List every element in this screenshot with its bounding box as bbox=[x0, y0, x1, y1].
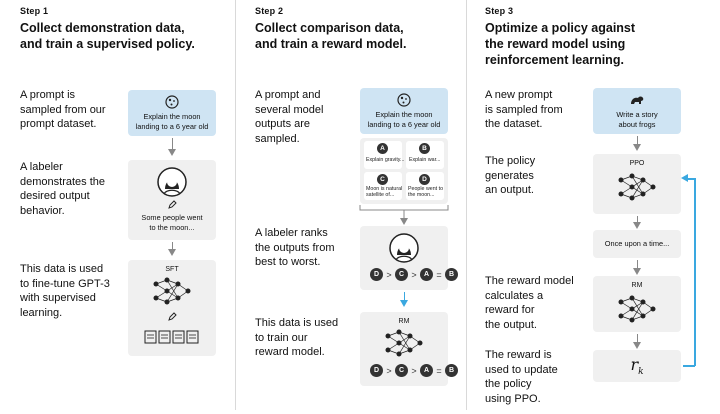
step-heading: Collect demonstration data, and train a … bbox=[20, 21, 195, 51]
reward-value-box: rk bbox=[593, 350, 681, 382]
neural-network-icon bbox=[618, 173, 656, 201]
arrow-down bbox=[633, 342, 641, 349]
step-label: Step 3 bbox=[485, 6, 514, 16]
document-icon bbox=[144, 330, 199, 344]
labeler-avatar-icon bbox=[157, 167, 187, 197]
neural-network-icon bbox=[153, 277, 191, 305]
generated-output-box: Once upon a time... bbox=[593, 230, 681, 258]
loop-arrow-head bbox=[681, 174, 688, 182]
arrow-down bbox=[400, 300, 408, 307]
output-card-c: C Moon is natural satellite of... bbox=[364, 172, 402, 200]
reward-symbol: rk bbox=[630, 355, 644, 378]
column-divider bbox=[235, 0, 236, 410]
bracket-connector bbox=[359, 205, 449, 225]
ranking-box: D > C > A = B bbox=[360, 226, 458, 290]
moon-icon bbox=[165, 95, 179, 109]
labeler-avatar-icon bbox=[389, 233, 419, 263]
pencil-icon bbox=[168, 312, 177, 321]
neural-network-icon bbox=[385, 329, 423, 357]
step-2-column: Step 2 Collect comparison data,and train… bbox=[236, 0, 466, 414]
model-label: RM bbox=[398, 318, 410, 325]
ranking-order: D > C > A = B bbox=[370, 268, 458, 281]
model-label: SFT bbox=[165, 266, 179, 273]
arrow-down bbox=[168, 149, 176, 156]
step-1-column: Step 1 Collect demonstration data, and t… bbox=[0, 0, 235, 414]
output-card-d: D People went to the moon... bbox=[406, 172, 444, 200]
output-card-b: B Explain war... bbox=[406, 141, 444, 169]
step-heading: Collect comparison data,and train a rewa… bbox=[255, 21, 407, 51]
arrow-down bbox=[168, 249, 176, 256]
ranking-order: D > C > A = B bbox=[370, 364, 458, 377]
neural-network-icon bbox=[618, 295, 656, 323]
arrow-down bbox=[633, 144, 641, 151]
sft-model-box: SFT bbox=[128, 260, 216, 356]
ppo-policy-box: PPO bbox=[593, 154, 681, 214]
policy-label: PPO bbox=[629, 160, 645, 167]
step-label: Step 1 bbox=[20, 6, 49, 16]
output-card-a: A Explain gravity... bbox=[364, 141, 404, 169]
arrow-down bbox=[633, 222, 641, 229]
column-divider bbox=[466, 0, 467, 410]
pencil-icon bbox=[168, 200, 177, 209]
step-label: Step 2 bbox=[255, 6, 284, 16]
model-outputs-box: A Explain gravity... B Explain war... C … bbox=[360, 138, 448, 204]
feedback-loop bbox=[683, 365, 695, 367]
arrow-down bbox=[633, 268, 641, 275]
moon-icon bbox=[397, 93, 411, 107]
model-label: RM bbox=[631, 282, 643, 289]
reward-model-box: RM D > C > A = B bbox=[360, 312, 458, 386]
reward-model-box: RM bbox=[593, 276, 681, 332]
frog-icon bbox=[631, 96, 644, 104]
